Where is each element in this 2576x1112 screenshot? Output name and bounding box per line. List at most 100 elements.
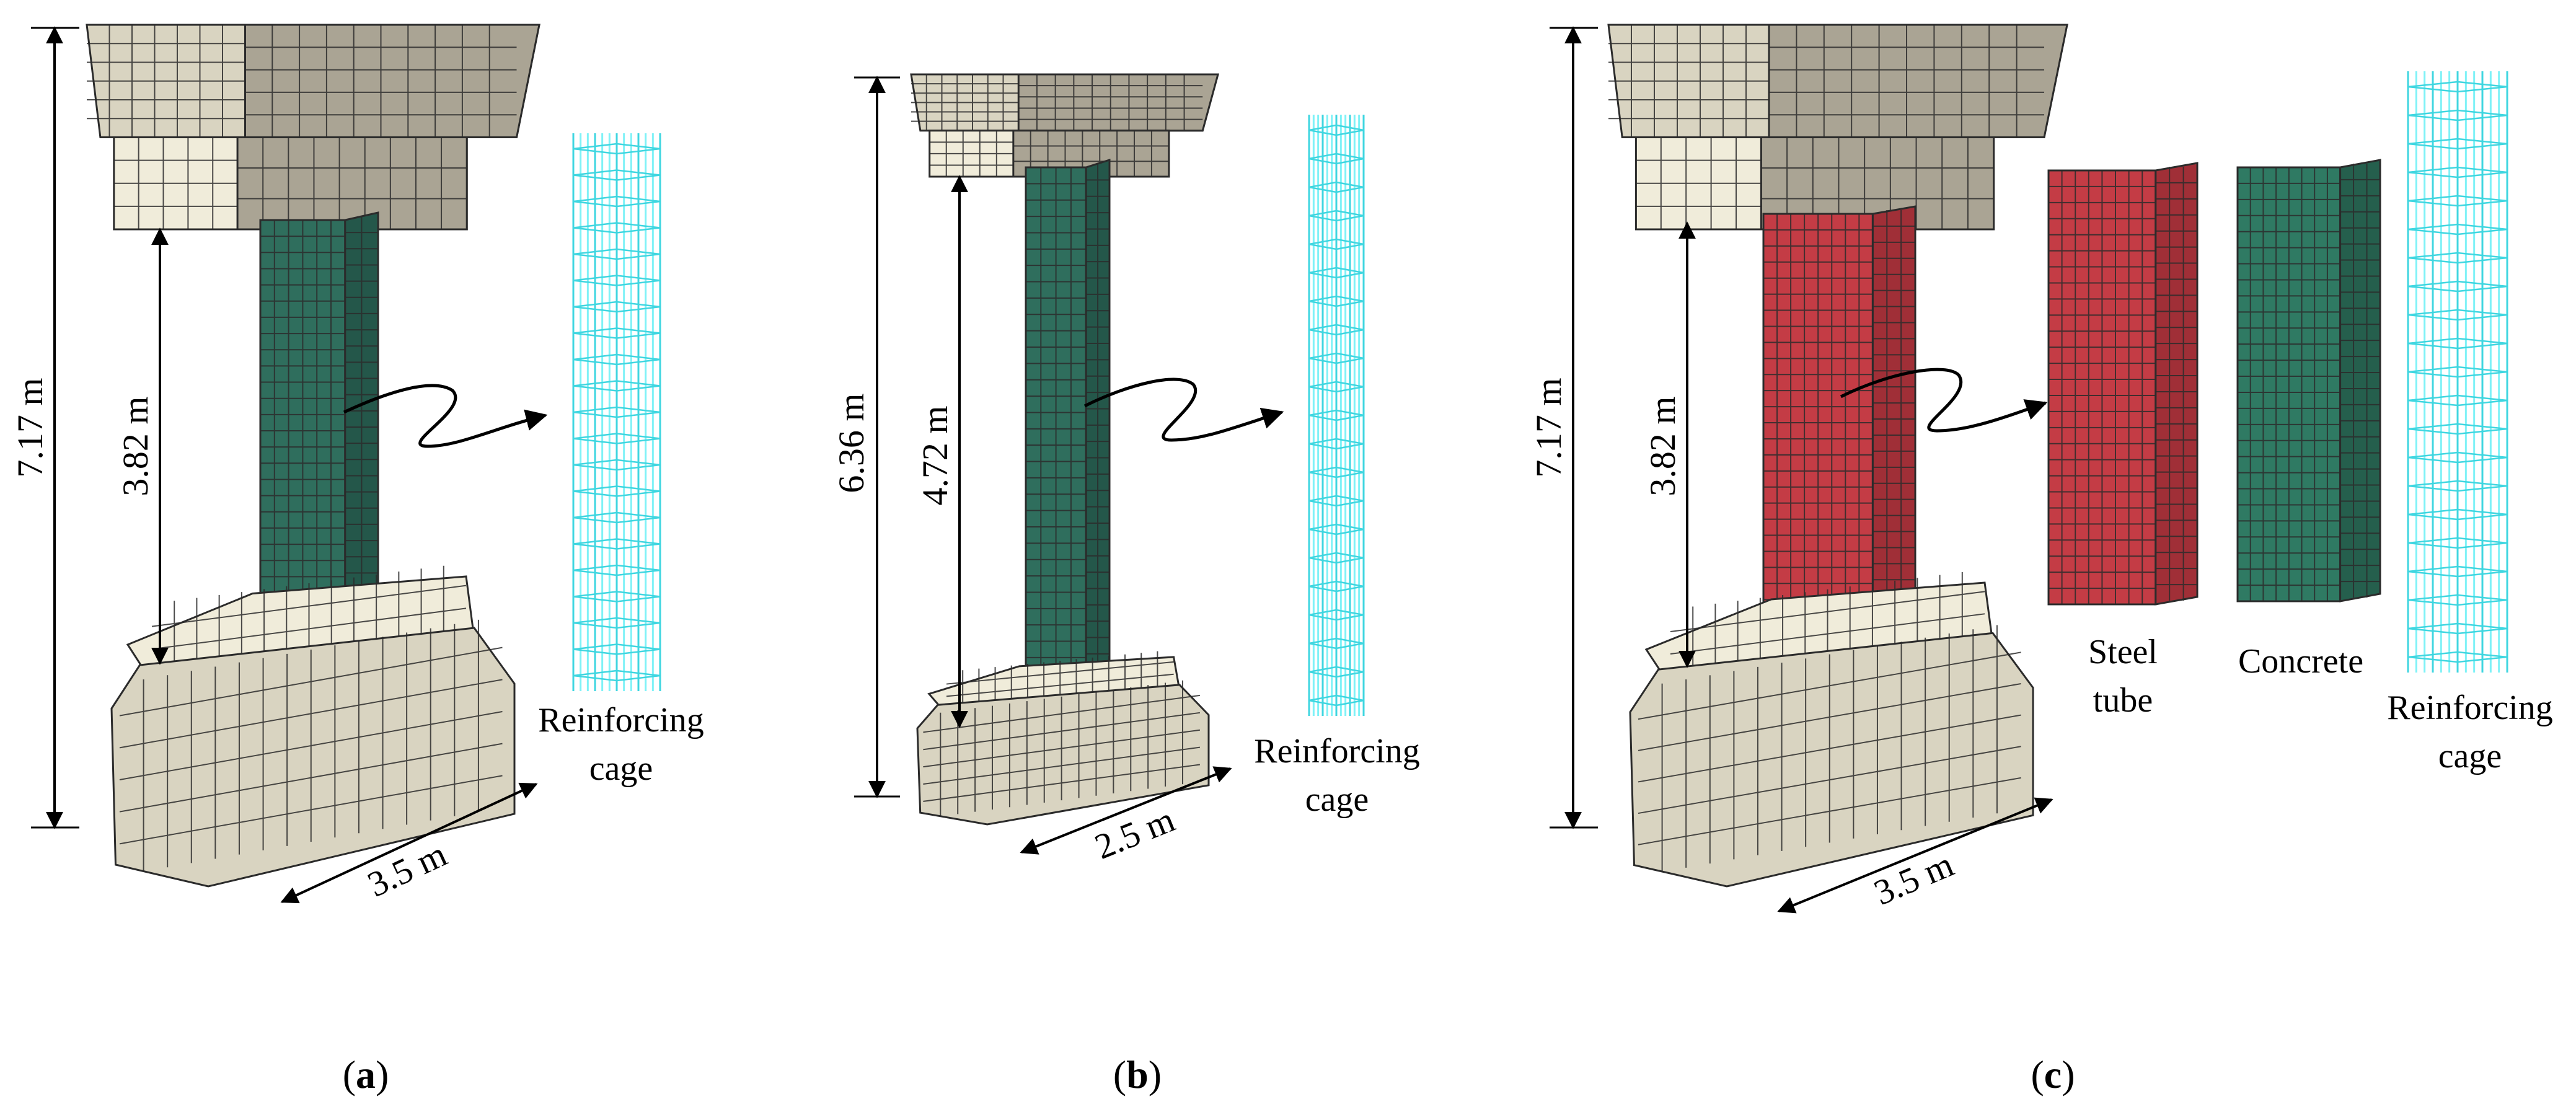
cage-ring-2-6: [2407, 252, 2508, 264]
cap-top-side-1: [1017, 73, 1219, 132]
column-front-mesh-0: [260, 220, 345, 642]
column-height-label-b: 4.72 m: [915, 405, 955, 505]
cage-ring-0-5: [573, 275, 661, 286]
panel-a: 7.17 m 3.82 m 3.5 m Reinforcing cage (a): [10, 24, 704, 1097]
cage-ring-1-11: [1308, 438, 1364, 450]
cage-ring-0-6: [573, 301, 661, 313]
callout-arrow-a: [343, 384, 548, 448]
steel-tube-part-c: [2047, 162, 2199, 606]
footing-width-dimension-b: [1020, 766, 1232, 855]
part-label-b-0-line-1: cage: [1305, 780, 1369, 819]
cage-ring-1-1: [1308, 152, 1364, 165]
column-a: [259, 211, 379, 643]
concrete-part-c: [2236, 159, 2381, 602]
footing-width-dimension-a: [280, 782, 538, 904]
cage-ring-2-20: [2407, 651, 2508, 663]
caption-b: (b): [1113, 1052, 1162, 1097]
panel-b: 6.36 m 4.72 m 2.5 m Reinforcing cage (b): [831, 73, 1420, 1097]
cage-ring-0-13: [573, 485, 661, 497]
footing-a: [110, 565, 516, 888]
pier-cap-b: [910, 73, 1219, 178]
cage-ring-1-13: [1308, 495, 1364, 507]
cap-lower-mesh-left-1: [929, 130, 1013, 177]
cap-lower-mesh-left-2: [1636, 137, 1762, 229]
part-label-c-1-line-0: Concrete: [2238, 642, 2363, 681]
cage-ring-0-4: [573, 248, 661, 260]
cage-ring-2-17: [2407, 565, 2508, 578]
cage-ring-0-19: [573, 643, 661, 655]
cage-ring-2-0: [2407, 81, 2508, 93]
cage-ring-0-7: [573, 327, 661, 339]
column-side-mesh-4: [2340, 164, 2380, 598]
cage-ring-2-19: [2407, 622, 2508, 635]
footing-c: [1629, 572, 2034, 888]
column-side-face-3: [2155, 162, 2199, 606]
footing-width-label-b: 2.5 m: [1089, 799, 1180, 867]
reinforcing-cage-b: [1308, 115, 1365, 716]
cage-ring-1-4: [1308, 238, 1364, 250]
cap-top-side-0: [244, 24, 540, 138]
cage-ring-2-8: [2407, 309, 2508, 321]
cage-ring-2-5: [2407, 223, 2508, 236]
cage-ring-1-20: [1308, 694, 1364, 707]
callout-arrow-b: [1083, 377, 1284, 442]
cap-lower-mesh-right-1: [1013, 130, 1169, 177]
column-height-label-a: 3.82 m: [115, 396, 156, 496]
cage-ring-0-3: [573, 222, 661, 234]
cage-ring-2-1: [2407, 109, 2508, 121]
overall-height-label-c: 7.17 m: [1528, 377, 1569, 477]
column-side-mesh-2: [1872, 210, 1915, 644]
panel-c: 7.17 m 3.82 m 3.5 m Steel tube Concrete …: [1528, 24, 2553, 1097]
cage-ring-1-18: [1308, 637, 1364, 650]
cage-ring-1-7: [1308, 324, 1364, 336]
part-label-c-0-line-0: Steel: [2088, 633, 2158, 671]
reinforcing-cage-c: [2407, 71, 2508, 673]
footing-base-mesh-1: [923, 680, 1201, 817]
column-b: [1025, 158, 1111, 708]
part-label-a-0-line-1: cage: [589, 749, 653, 788]
cage-ring-1-15: [1308, 552, 1364, 564]
footing-base-mesh-0: [119, 619, 503, 872]
reinforcing-cage-a: [572, 133, 661, 691]
cage-ring-1-9: [1308, 381, 1364, 393]
cap-top-mesh-right-0: [245, 25, 517, 138]
cage-ring-2-2: [2407, 138, 2508, 150]
steel-tube-column-c: [1762, 205, 1917, 649]
cage-ring-2-10: [2407, 366, 2508, 378]
caption-c: (c): [2031, 1052, 2075, 1097]
cage-ring-2-15: [2407, 508, 2508, 521]
cage-ring-0-15: [573, 538, 661, 550]
cage-ring-0-0: [573, 143, 661, 155]
pier-cap-a: [86, 24, 540, 231]
cap-top-side-2: [1768, 24, 2068, 138]
cage-ring-0-18: [573, 617, 661, 629]
column-height-label-c: 3.82 m: [1643, 396, 1683, 496]
cage-ring-1-8: [1308, 352, 1364, 364]
cage-ring-0-12: [573, 459, 661, 471]
cage-ring-2-11: [2407, 394, 2508, 407]
cap-top-mesh-left-1: [911, 74, 1019, 131]
column-front-mesh-3: [2049, 170, 2156, 604]
cage-ring-0-16: [573, 564, 661, 576]
cage-ring-1-3: [1308, 210, 1364, 222]
pier-cap-c: [1607, 24, 2068, 231]
column-front-mesh-2: [1763, 214, 1873, 648]
overall-height-label-b: 6.36 m: [831, 393, 871, 493]
cage-ring-0-20: [573, 669, 661, 682]
cage-ring-2-18: [2407, 594, 2508, 606]
cage-ring-0-14: [573, 511, 661, 524]
cap-top-mesh-right-2: [1769, 25, 2044, 138]
cage-ring-0-11: [573, 433, 661, 444]
cage-ring-0-10: [573, 406, 661, 418]
cap-lower-mesh-left-0: [113, 137, 238, 229]
cage-ring-2-14: [2407, 480, 2508, 492]
cage-ring-0-17: [573, 591, 661, 602]
footing-base-mesh-2: [1638, 625, 2021, 872]
footing-pedestal-mesh-0: [151, 565, 467, 669]
column-side-mesh-1: [1086, 164, 1109, 703]
cage-ring-2-16: [2407, 537, 2508, 549]
cage-ring-2-9: [2407, 337, 2508, 350]
part-label-b-0-line-0: Reinforcing: [1254, 732, 1419, 770]
cap-top-mesh-right-1: [1018, 74, 1203, 131]
